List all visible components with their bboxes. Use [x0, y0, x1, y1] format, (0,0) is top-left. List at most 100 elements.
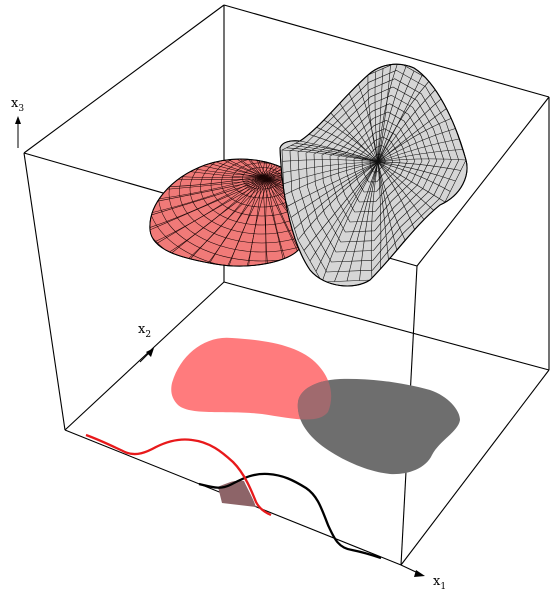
mesh-line [228, 159, 263, 177]
mesh-line [149, 178, 269, 267]
axes: x3 x2 x1 [11, 96, 446, 592]
red-density-curve [85, 433, 272, 517]
mesh-line [337, 119, 416, 213]
mesh-line [149, 178, 269, 217]
mesh-line [200, 159, 310, 226]
mesh-line [152, 159, 269, 180]
mesh-line [377, 161, 461, 171]
mesh-line [377, 66, 407, 163]
mesh-line [377, 128, 456, 163]
mesh-line [267, 159, 310, 180]
red-projection [171, 337, 332, 420]
mesh-line [282, 159, 379, 163]
mesh-line [305, 86, 445, 253]
mesh-line [158, 159, 310, 262]
mesh-line [149, 178, 269, 238]
x1-axis-label: x1 [433, 574, 446, 592]
mesh-line [267, 159, 310, 180]
x1-axis: x1 [400, 564, 446, 592]
mesh-line [286, 147, 379, 163]
mesh-line [377, 161, 398, 251]
mesh-line [265, 159, 279, 180]
box-edge [64, 281, 225, 431]
mesh-line [228, 175, 263, 267]
mesh-line [346, 161, 379, 282]
mesh-line [377, 161, 456, 182]
mesh-line [212, 178, 269, 267]
mesh-line [267, 178, 310, 267]
mesh-line [261, 175, 296, 267]
x1-axis-line [400, 564, 419, 574]
projections [171, 337, 460, 475]
mesh-line [297, 161, 379, 241]
bounding-box [23, 4, 550, 566]
box-edge [23, 4, 225, 154]
mesh-line [370, 161, 379, 281]
grey-mesh-lines [281, 64, 467, 283]
mesh-line [348, 93, 379, 163]
grey-surface-outline [279, 63, 468, 287]
mesh-line [149, 178, 269, 257]
mesh-line [367, 74, 379, 163]
mesh-line [377, 98, 442, 163]
mesh-line [361, 144, 394, 183]
mesh-line [303, 161, 379, 251]
mesh-line [377, 161, 436, 212]
mesh-line [377, 79, 431, 163]
mesh-line [377, 161, 451, 192]
mesh-line [290, 161, 379, 218]
mesh-line [377, 138, 460, 163]
mesh-line [377, 161, 426, 222]
grey-surface [279, 63, 468, 287]
mesh-line [329, 111, 379, 163]
mesh-line [377, 70, 415, 163]
mesh-line [267, 178, 310, 267]
mesh-line [377, 117, 453, 163]
mesh-line [345, 128, 408, 203]
box-edge [416, 96, 550, 267]
mesh-line [358, 84, 379, 163]
mesh-line [329, 111, 423, 223]
mesh-line [181, 159, 269, 180]
x1-axis-arrowhead [414, 570, 425, 577]
mesh-line [377, 149, 463, 163]
mesh-line [261, 175, 310, 267]
mesh-line [297, 78, 452, 263]
mesh-line [377, 161, 389, 261]
mesh-line [359, 161, 379, 281]
mesh-line [353, 136, 401, 193]
mesh-line [283, 161, 379, 185]
mesh-line [261, 159, 267, 177]
mesh-line [149, 159, 263, 177]
mesh-line [374, 71, 379, 163]
mesh-line [267, 159, 310, 180]
mesh-line [179, 159, 310, 244]
mesh-line [168, 159, 310, 253]
mesh-line [212, 159, 269, 180]
mesh-line [334, 161, 379, 282]
mesh-line [245, 159, 269, 180]
box-edge [223, 4, 550, 98]
mesh-line [299, 140, 379, 163]
x3-axis-arrowhead [15, 116, 21, 124]
box-edge [23, 152, 66, 431]
mesh-line [189, 159, 310, 235]
mesh-line [261, 175, 310, 267]
mesh-line [315, 161, 379, 272]
mesh-line [181, 178, 269, 267]
mesh-line [289, 69, 460, 273]
mesh-line [377, 68, 384, 163]
mesh-line [283, 161, 379, 196]
mesh-line [267, 178, 310, 267]
x2-axis-label: x2 [138, 322, 151, 340]
mesh-line [321, 161, 379, 283]
x2-axis: x2 [138, 322, 154, 363]
mesh-line [281, 149, 379, 163]
mesh-line [267, 178, 310, 267]
mesh-line [149, 178, 269, 267]
mesh-line [307, 133, 379, 163]
box-edge [400, 369, 550, 566]
mesh-line [377, 65, 391, 163]
mesh-line [339, 102, 379, 163]
mesh-line [287, 161, 379, 207]
